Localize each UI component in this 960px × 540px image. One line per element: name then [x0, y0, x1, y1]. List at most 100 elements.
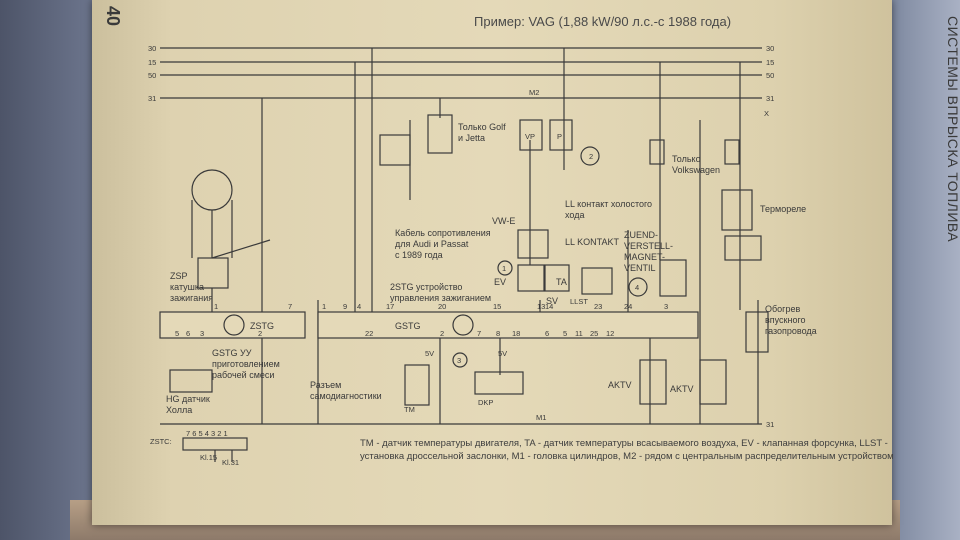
label-zstc-pins: 7 6 5 4 3 2 1: [186, 429, 228, 438]
wiring-diagram: 30 15 50 31 30 15 50 31 31 X M2 Только G…: [148, 44, 817, 467]
label-m2: M2: [529, 88, 539, 97]
label-aktv-1: AKTV: [608, 380, 632, 390]
gstg-pin-bottom-18: 18: [512, 329, 520, 338]
label-vw-2: Volkswagen: [672, 165, 720, 175]
label-heat-2: впускного: [765, 315, 806, 325]
gstg-pin-top-14: 14: [545, 302, 553, 311]
label-hg-2: Холла: [166, 405, 192, 415]
zstg-pin-bottom-5: 5: [175, 329, 179, 338]
label-circle-1: 1: [502, 264, 506, 273]
label-5v-a: 5V: [425, 349, 434, 358]
label-circle-3: 3: [457, 356, 461, 365]
bus-label-50-left: 50: [148, 71, 156, 80]
bus-label-31-left: 31: [148, 94, 156, 103]
zstg-pin-top-1: 1: [214, 302, 218, 311]
label-hg-1: HG датчик: [166, 394, 210, 404]
label-circle-4: 4: [635, 283, 639, 292]
label-gstg-uu-2: приготовлением: [212, 359, 280, 369]
label-gstg: GSTG: [395, 321, 421, 331]
label-m1: M1: [536, 413, 546, 422]
figure-caption: TM - датчик температуры двигателя, TA - …: [360, 438, 894, 462]
gstg-pin-bottom-6: 6: [545, 329, 549, 338]
bus-label-x: X: [764, 109, 769, 118]
label-tm: TM: [404, 405, 415, 414]
label-thermo-relay: Термореле: [760, 204, 806, 214]
gstg-pin-top-13: 13: [537, 302, 545, 311]
gstg-pin-top-15: 15: [493, 302, 501, 311]
gstg-pin-top-9: 9: [343, 302, 347, 311]
gstg-pin-top-23: 23: [594, 302, 602, 311]
gstg-pin-top-24: 24: [624, 302, 632, 311]
bus-label-31-bottom: 31: [766, 420, 774, 429]
label-zuend-4: VENTIL: [624, 263, 656, 273]
bus-label-15-right: 15: [766, 58, 774, 67]
bus-label-30-left: 30: [148, 44, 156, 53]
label-gstg-desc-2: управления зажиганием: [390, 293, 491, 303]
gstg-pin-bottom-25: 25: [590, 329, 598, 338]
label-cable-1: Кабель сопротивления: [395, 228, 491, 238]
label-diag-1: Разъем: [310, 380, 341, 390]
bus-label-31-right: 31: [766, 94, 774, 103]
label-vp: VP: [525, 132, 535, 141]
label-zsp-3: зажигания: [170, 293, 213, 303]
gstg-pin-top-17: 17: [386, 302, 394, 311]
bus-label-30-right: 30: [766, 44, 774, 53]
zstg-pin-bottom-6: 6: [186, 329, 190, 338]
gstg-pin-top-1: 1: [322, 302, 326, 311]
label-golf-1: Только Golf: [458, 122, 506, 132]
zstg-pin-bottom-3: 3: [200, 329, 204, 338]
page-number: 40: [103, 6, 123, 27]
label-vw-1: Только: [672, 154, 701, 164]
label-zuend-1: ZUEND-: [624, 230, 658, 240]
label-kl31: Kl.31: [222, 458, 239, 467]
label-gstg-uu-3: рабочей смеси: [212, 370, 274, 380]
gstg-pin-bottom-8: 8: [496, 329, 500, 338]
label-dkp: DKP: [478, 398, 493, 407]
gstg-pin-bottom-2: 2: [440, 329, 444, 338]
label-heat-1: Обогрев: [765, 304, 800, 314]
gstg-pin-bottom-5: 5: [563, 329, 567, 338]
gstg-pin-bottom-12: 12: [606, 329, 614, 338]
gstg-pin-top-20: 20: [438, 302, 446, 311]
zstg-pin-top-7: 7: [288, 302, 292, 311]
label-5v-b: 5V: [498, 349, 507, 358]
label-kl15: Kl.15: [200, 453, 217, 462]
zstg-pin-bottom-2: 2: [258, 329, 262, 338]
page-header: Пример: VAG (1,88 kW/90 л.с.-с 1988 года…: [474, 14, 732, 29]
section-title: СИСТЕМЫ ВПРЫСКА ТОПЛИВА: [945, 16, 960, 243]
label-circle-2: 2: [589, 152, 593, 161]
label-ev: EV: [494, 277, 506, 287]
label-cable-3: с 1989 года: [395, 250, 443, 260]
label-ll-kontakt: LL KONTAKT: [565, 237, 620, 247]
label-vwe: VW-E: [492, 216, 515, 226]
label-gstg-uu-1: GSTG УУ: [212, 348, 252, 358]
label-zsp-1: ZSP: [170, 271, 188, 281]
gstg-pin-top-3: 3: [664, 302, 668, 311]
label-gstg-desc-1: 2STG устройство: [390, 282, 462, 292]
label-zuend-3: MAGNET-: [624, 252, 665, 262]
label-zuend-2: VERSTELL-: [624, 241, 673, 251]
bus-label-15-left: 15: [148, 58, 156, 67]
gstg-pin-bottom-7: 7: [477, 329, 481, 338]
label-llst: LLST: [570, 297, 588, 306]
book-page: 30 15 50 31 30 15 50 31 31 X M2 Только G…: [92, 0, 960, 525]
label-cable-2: для Audi и Passat: [395, 239, 469, 249]
label-sv: SV: [546, 296, 558, 306]
label-aktv-2: AKTV: [670, 384, 694, 394]
label-golf-2: и Jetta: [458, 133, 485, 143]
label-ll-1: LL контакт холостого: [565, 199, 652, 209]
label-heat-3: газопровода: [765, 326, 817, 336]
label-diag-2: самодиагностики: [310, 391, 382, 401]
label-ll-2: хода: [565, 210, 584, 220]
label-zsp-2: катушка: [170, 282, 204, 292]
gstg-pin-bottom-22: 22: [365, 329, 373, 338]
bus-label-50-right: 50: [766, 71, 774, 80]
label-ta: TA: [556, 277, 567, 287]
label-zstg: ZSTG: [250, 321, 274, 331]
label-zstc: ZSTC:: [150, 437, 172, 446]
gstg-pin-bottom-11: 11: [575, 329, 583, 338]
background-right: [890, 0, 960, 540]
gstg-pin-top-4: 4: [357, 302, 361, 311]
label-p: P: [557, 132, 562, 141]
